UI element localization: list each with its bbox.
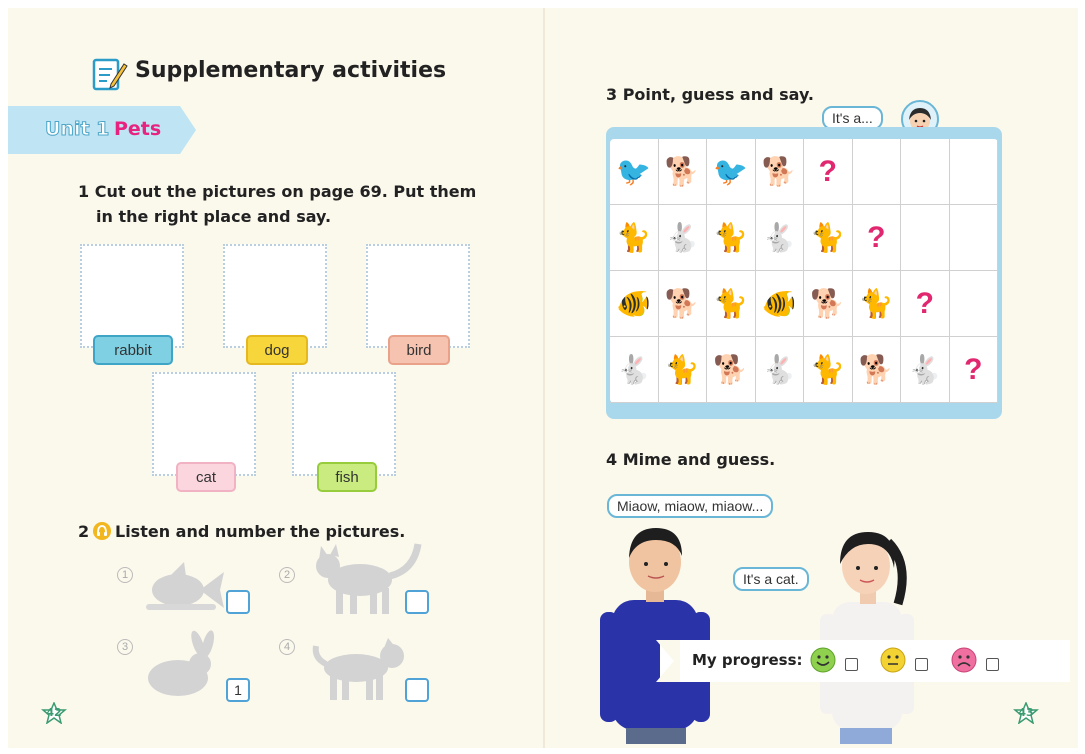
sad-face-icon (951, 647, 977, 673)
speech-bubble-girl: It's a cat. (733, 567, 809, 591)
grid-cell-fish: 🐠 (755, 271, 804, 337)
progress-label: My progress: (692, 651, 803, 669)
boy-photo (600, 528, 710, 744)
cutout-box-rabbit[interactable] (80, 244, 184, 348)
grid-cell-rabbit: 🐇 (658, 205, 707, 271)
pattern-grid-frame: 🐦 🐕 🐦 🐕 ? 🐈 🐇 🐈 🐇 🐈 ? 🐠 🐕 🐈 🐠 🐕 🐈 ? 🐇 🐈 … (606, 127, 1002, 419)
activity1-instruction-line1: 1 Cut out the pictures on page 69. Put t… (78, 182, 477, 201)
unit-number: Unit 1 (44, 118, 110, 141)
book-spine (543, 8, 545, 748)
happy-face-icon (810, 647, 836, 673)
fish-silhouette (146, 562, 224, 610)
pattern-grid: 🐦 🐕 🐦 🐕 ? 🐈 🐇 🐈 🐇 🐈 ? 🐠 🐕 🐈 🐠 🐕 🐈 ? 🐇 🐈 … (610, 139, 998, 403)
grid-cell-question[interactable]: ? (949, 337, 998, 403)
grid-cell-bird: 🐦 (610, 139, 659, 205)
grid-cell-cat: 🐈 (852, 271, 901, 337)
speech-bubble-boy: Miaow, miaow, miaow... (607, 494, 774, 518)
cutout-box-bird[interactable] (366, 244, 470, 348)
progress-arrow (656, 640, 680, 682)
grid-cell-empty (852, 139, 901, 205)
cutout-box-cat[interactable] (152, 372, 256, 476)
pencil-notebook-icon (92, 58, 128, 91)
label-rabbit: rabbit (93, 335, 173, 365)
item-number-4: 4 (279, 639, 295, 655)
dog-silhouette (312, 638, 404, 700)
progress-checkbox-sad[interactable] (986, 658, 999, 671)
listen-icon (93, 522, 111, 540)
grid-cell-empty (949, 205, 998, 271)
page-title: Supplementary activities (135, 58, 447, 83)
label-cat: cat (176, 462, 236, 492)
answer-box-2[interactable] (405, 590, 429, 614)
rabbit-silhouette (148, 630, 215, 696)
grid-cell-empty (901, 205, 950, 271)
progress-checkbox-neutral[interactable] (915, 658, 928, 671)
activity2-number: 2 (78, 522, 90, 541)
grid-cell-cat: 🐈 (804, 205, 853, 271)
unit-name: Pets (114, 118, 162, 140)
answer-box-1[interactable] (226, 590, 250, 614)
grid-cell-dog: 🐕 (658, 139, 707, 205)
grid-cell-empty (949, 271, 998, 337)
grid-cell-rabbit: 🐇 (901, 337, 950, 403)
item-number-1: 1 (117, 567, 133, 583)
item-number-2: 2 (279, 567, 295, 583)
grid-cell-dog: 🐕 (707, 337, 756, 403)
grid-cell-rabbit: 🐇 (610, 337, 659, 403)
activity3-instruction: 3 Point, guess and say. (606, 85, 814, 104)
grid-cell-question[interactable]: ? (901, 271, 950, 337)
grid-cell-cat: 🐈 (658, 337, 707, 403)
grid-cell-rabbit: 🐇 (755, 205, 804, 271)
cat-silhouette (316, 543, 422, 614)
page-number-right: 43 (1013, 702, 1039, 724)
grid-cell-fish: 🐠 (610, 271, 659, 337)
girl-photo (820, 532, 914, 744)
label-bird: bird (388, 335, 450, 365)
grid-cell-dog: 🐕 (658, 271, 707, 337)
activity2-instruction: Listen and number the pictures. (115, 522, 406, 541)
item-number-3: 3 (117, 639, 133, 655)
grid-cell-dog: 🐕 (755, 139, 804, 205)
progress-checkbox-happy[interactable] (845, 658, 858, 671)
cutout-box-fish[interactable] (292, 372, 396, 476)
grid-cell-empty (949, 139, 998, 205)
grid-cell-question[interactable]: ? (852, 205, 901, 271)
grid-cell-dog: 🐕 (852, 337, 901, 403)
progress-bar (660, 640, 1070, 682)
grid-cell-empty (901, 139, 950, 205)
grid-cell-question[interactable]: ? (804, 139, 853, 205)
grid-cell-cat: 🐈 (610, 205, 659, 271)
activity4-instruction: 4 Mime and guess. (606, 450, 776, 469)
answer-box-3[interactable]: 1 (226, 678, 250, 702)
answer-box-4[interactable] (405, 678, 429, 702)
neutral-face-icon (880, 647, 906, 673)
grid-cell-cat: 🐈 (707, 271, 756, 337)
label-dog: dog (246, 335, 308, 365)
grid-cell-cat: 🐈 (707, 205, 756, 271)
grid-cell-dog: 🐕 (804, 271, 853, 337)
activity1-instruction-line2: in the right place and say. (96, 207, 332, 226)
grid-cell-bird: 🐦 (707, 139, 756, 205)
cutout-box-dog[interactable] (223, 244, 327, 348)
label-fish: fish (317, 462, 377, 492)
grid-cell-cat: 🐈 (804, 337, 853, 403)
grid-cell-rabbit: 🐇 (755, 337, 804, 403)
page-number-left: 42 (41, 702, 67, 724)
unit-banner (8, 106, 196, 154)
